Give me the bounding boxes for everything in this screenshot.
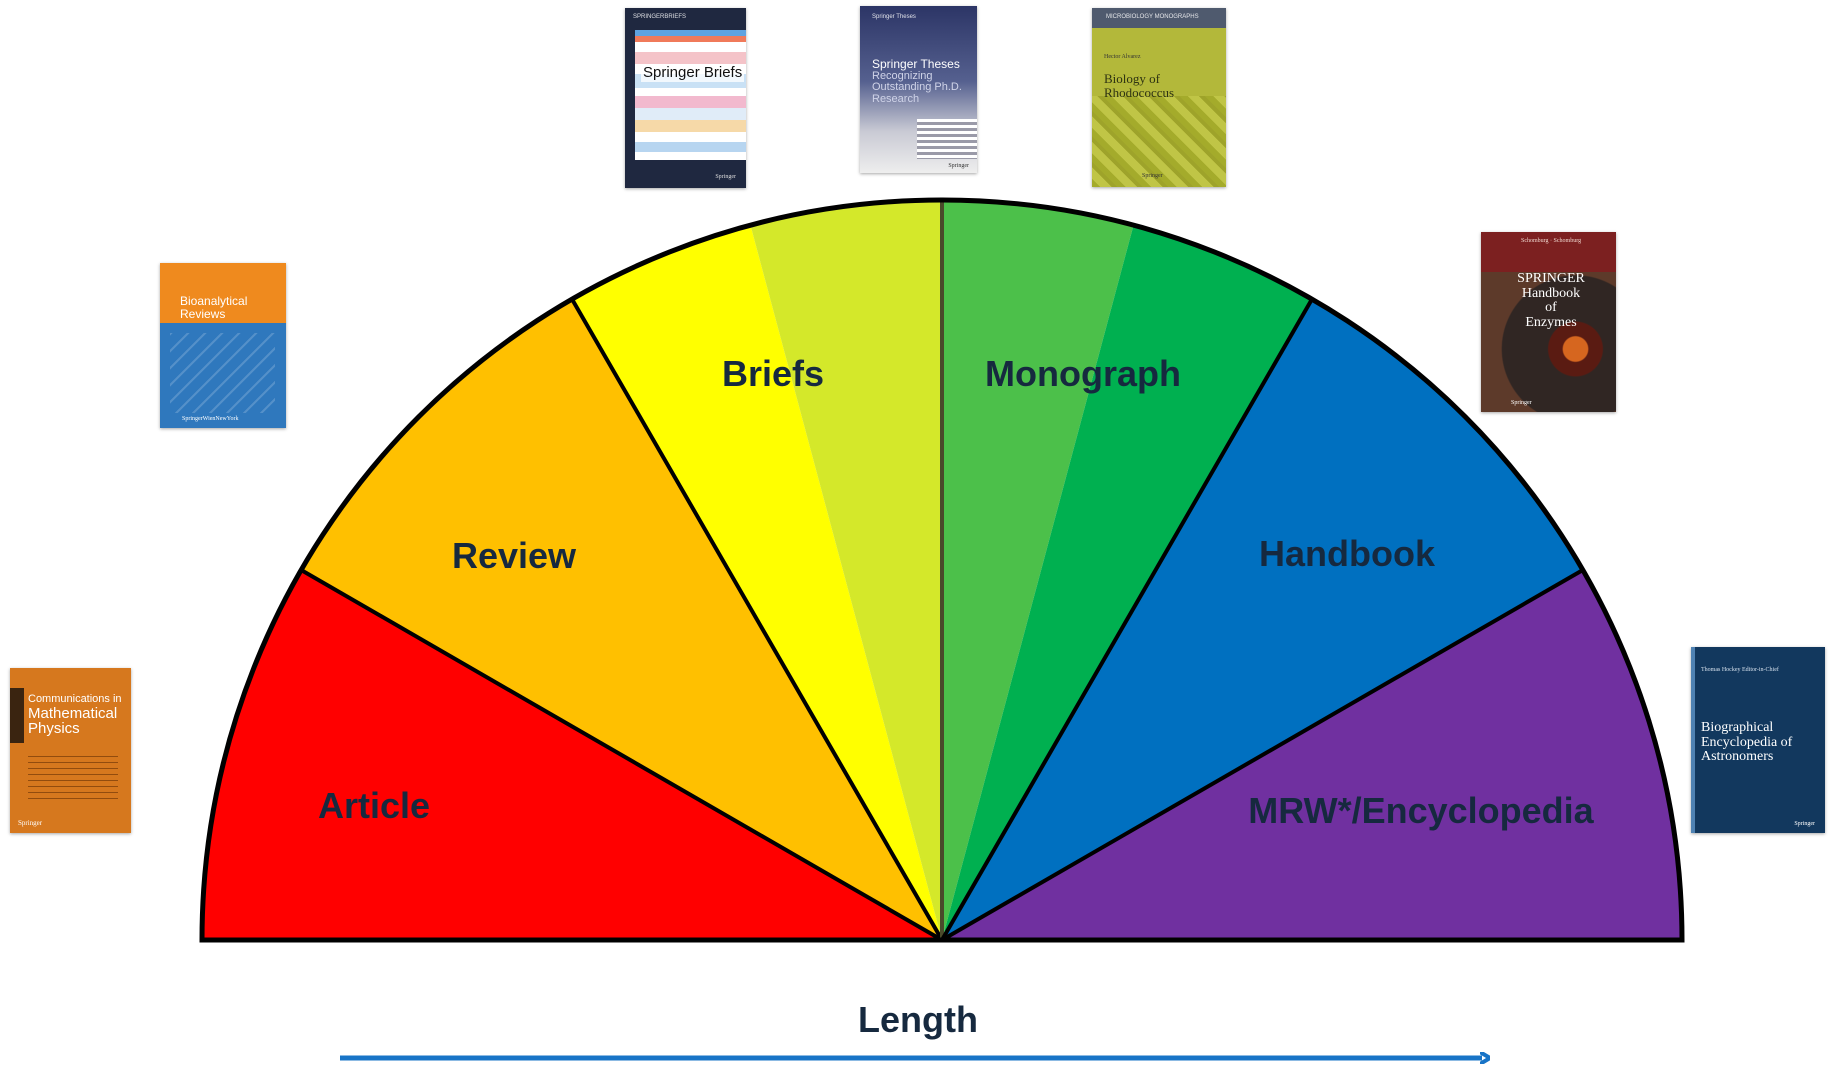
cover-title-line: Enzymes (1525, 315, 1577, 331)
cover-title: SPRINGER Handbook of Enzymes (1501, 271, 1601, 331)
sector-divider (300, 568, 944, 942)
sector-divider (570, 298, 944, 942)
book-cover-biology-of-rhodococcus: MICROBIOLOGY MONOGRAPHS Hector Alvarez B… (1092, 8, 1226, 187)
cover-series-name: Springer Theses (872, 14, 916, 20)
cover-title-line: Handbook (1521, 285, 1581, 301)
cover-title-line: SPRINGER (1517, 271, 1585, 286)
cover-editor: Schomburg · Schomburg (1521, 238, 1582, 244)
cover-series-name: MICROBIOLOGY MONOGRAPHS (1106, 14, 1199, 20)
sector-label-mrw-encyclopedia: MRW*/Encyclopedia (1248, 790, 1594, 831)
cover-title: Communications in Mathematical Physics (28, 693, 128, 738)
cover-bottom-panel (160, 323, 286, 428)
cover-title-line: Springer Theses (872, 57, 960, 71)
cover-spine-band (10, 688, 24, 743)
sector-briefs (572, 225, 942, 940)
dna-helix-image (170, 333, 275, 413)
cover-title: Springer Theses Recognizing Outstanding … (872, 58, 962, 105)
sector-mrw-encyclopedia (942, 570, 1682, 940)
cover-editor: Hector Alvarez (1104, 54, 1141, 60)
cover-publisher-logo: Springer (1794, 821, 1815, 827)
cover-title-line: of (1545, 300, 1557, 316)
cover-title-line: Reviews (180, 306, 226, 321)
sector-briefs-shade (750, 200, 942, 940)
sector-article (202, 570, 942, 940)
cover-color-stripes (635, 30, 746, 160)
cover-title: Bioanalytical Reviews (180, 295, 247, 320)
cover-title-line: Bioanalytical (180, 294, 248, 308)
cover-title: Biology of Rhodococcus (1104, 72, 1174, 99)
cover-title-line: Encyclopedia of (1701, 734, 1793, 750)
cover-title-line: Astronomers (1701, 749, 1774, 765)
length-axis-label: Length (858, 999, 978, 1040)
cover-edge-band (1691, 647, 1695, 833)
book-cover-biographical-encyclopedia-of-astronomers: Thomas Hockey Editor-in-Chief Biographic… (1691, 647, 1825, 833)
cover-title-line: Biographical (1701, 720, 1774, 735)
cover-stairs-image (917, 119, 977, 159)
cover-microbe-texture (1092, 96, 1226, 187)
cover-title-line: Physics (28, 720, 80, 738)
sector-labels: Article Review Briefs MonographHandbookMRW*… (318, 353, 1595, 831)
cover-series-name: SPRINGERBRIEFS (633, 14, 687, 20)
cover-editor: Thomas Hockey Editor-in-Chief (1701, 667, 1779, 673)
semicircle-outline (199, 197, 1685, 943)
book-cover-springer-theses: Springer Theses Springer Theses Recogniz… (860, 6, 977, 173)
sector-review (301, 299, 942, 940)
book-cover-communications-in-mathematical-physics: Communications in Mathematical Physics S… (10, 668, 131, 833)
sector-label-handbook: Handbook (1259, 533, 1436, 574)
sector-label-review: Review (452, 535, 577, 576)
sector-divider (940, 568, 1584, 942)
cover-top-panel (160, 263, 286, 323)
cover-title-line: Mathematical (28, 704, 118, 722)
sector-monograph-shade (942, 225, 1312, 940)
cover-subtitle-line: Outstanding Ph.D. (872, 81, 962, 94)
cover-subtitle-line: Research (872, 92, 920, 105)
cover-subtitle-line: Recognizing (872, 69, 933, 82)
semicircle-sectors (199, 197, 1685, 943)
cover-text-lines (28, 756, 118, 804)
cover-title: Biographical Encyclopedia of Astronomers (1701, 720, 1793, 765)
cover-top-panel (1481, 232, 1616, 272)
cover-title-line: Communications in (28, 693, 122, 705)
sector-monograph (942, 200, 1134, 940)
cover-publisher-logo: SpringerWienNewYork (182, 416, 239, 422)
cover-publisher-logo: Springer (1511, 400, 1532, 406)
sector-handbook (942, 299, 1583, 940)
cover-publisher-logo: Springer (948, 163, 969, 169)
cover-title-line: Biology of (1104, 71, 1160, 86)
cover-enzyme-image (1481, 272, 1616, 412)
cover-publisher-logo: Springer (1142, 173, 1163, 179)
sector-label-monograph: Monograph (985, 353, 1181, 394)
book-cover-springer-handbook-of-enzymes: Schomburg · Schomburg SPRINGER Handbook … (1481, 232, 1616, 412)
sector-divider (940, 298, 1314, 942)
cover-top-band (1092, 8, 1226, 28)
book-cover-springer-briefs: SPRINGERBRIEFS Springer Briefs Springer (625, 8, 746, 188)
book-cover-bioanalytical-reviews: Bioanalytical Reviews SpringerWienNewYor… (160, 263, 286, 428)
cover-title: Springer Briefs (641, 64, 745, 82)
cover-title-line: Rhodococcus (1104, 84, 1175, 100)
cover-publisher-logo: Springer (18, 819, 43, 827)
cover-publisher-logo: Springer (715, 174, 736, 180)
sector-label-article: Article (318, 785, 430, 826)
sector-label-briefs: Briefs (722, 353, 824, 394)
